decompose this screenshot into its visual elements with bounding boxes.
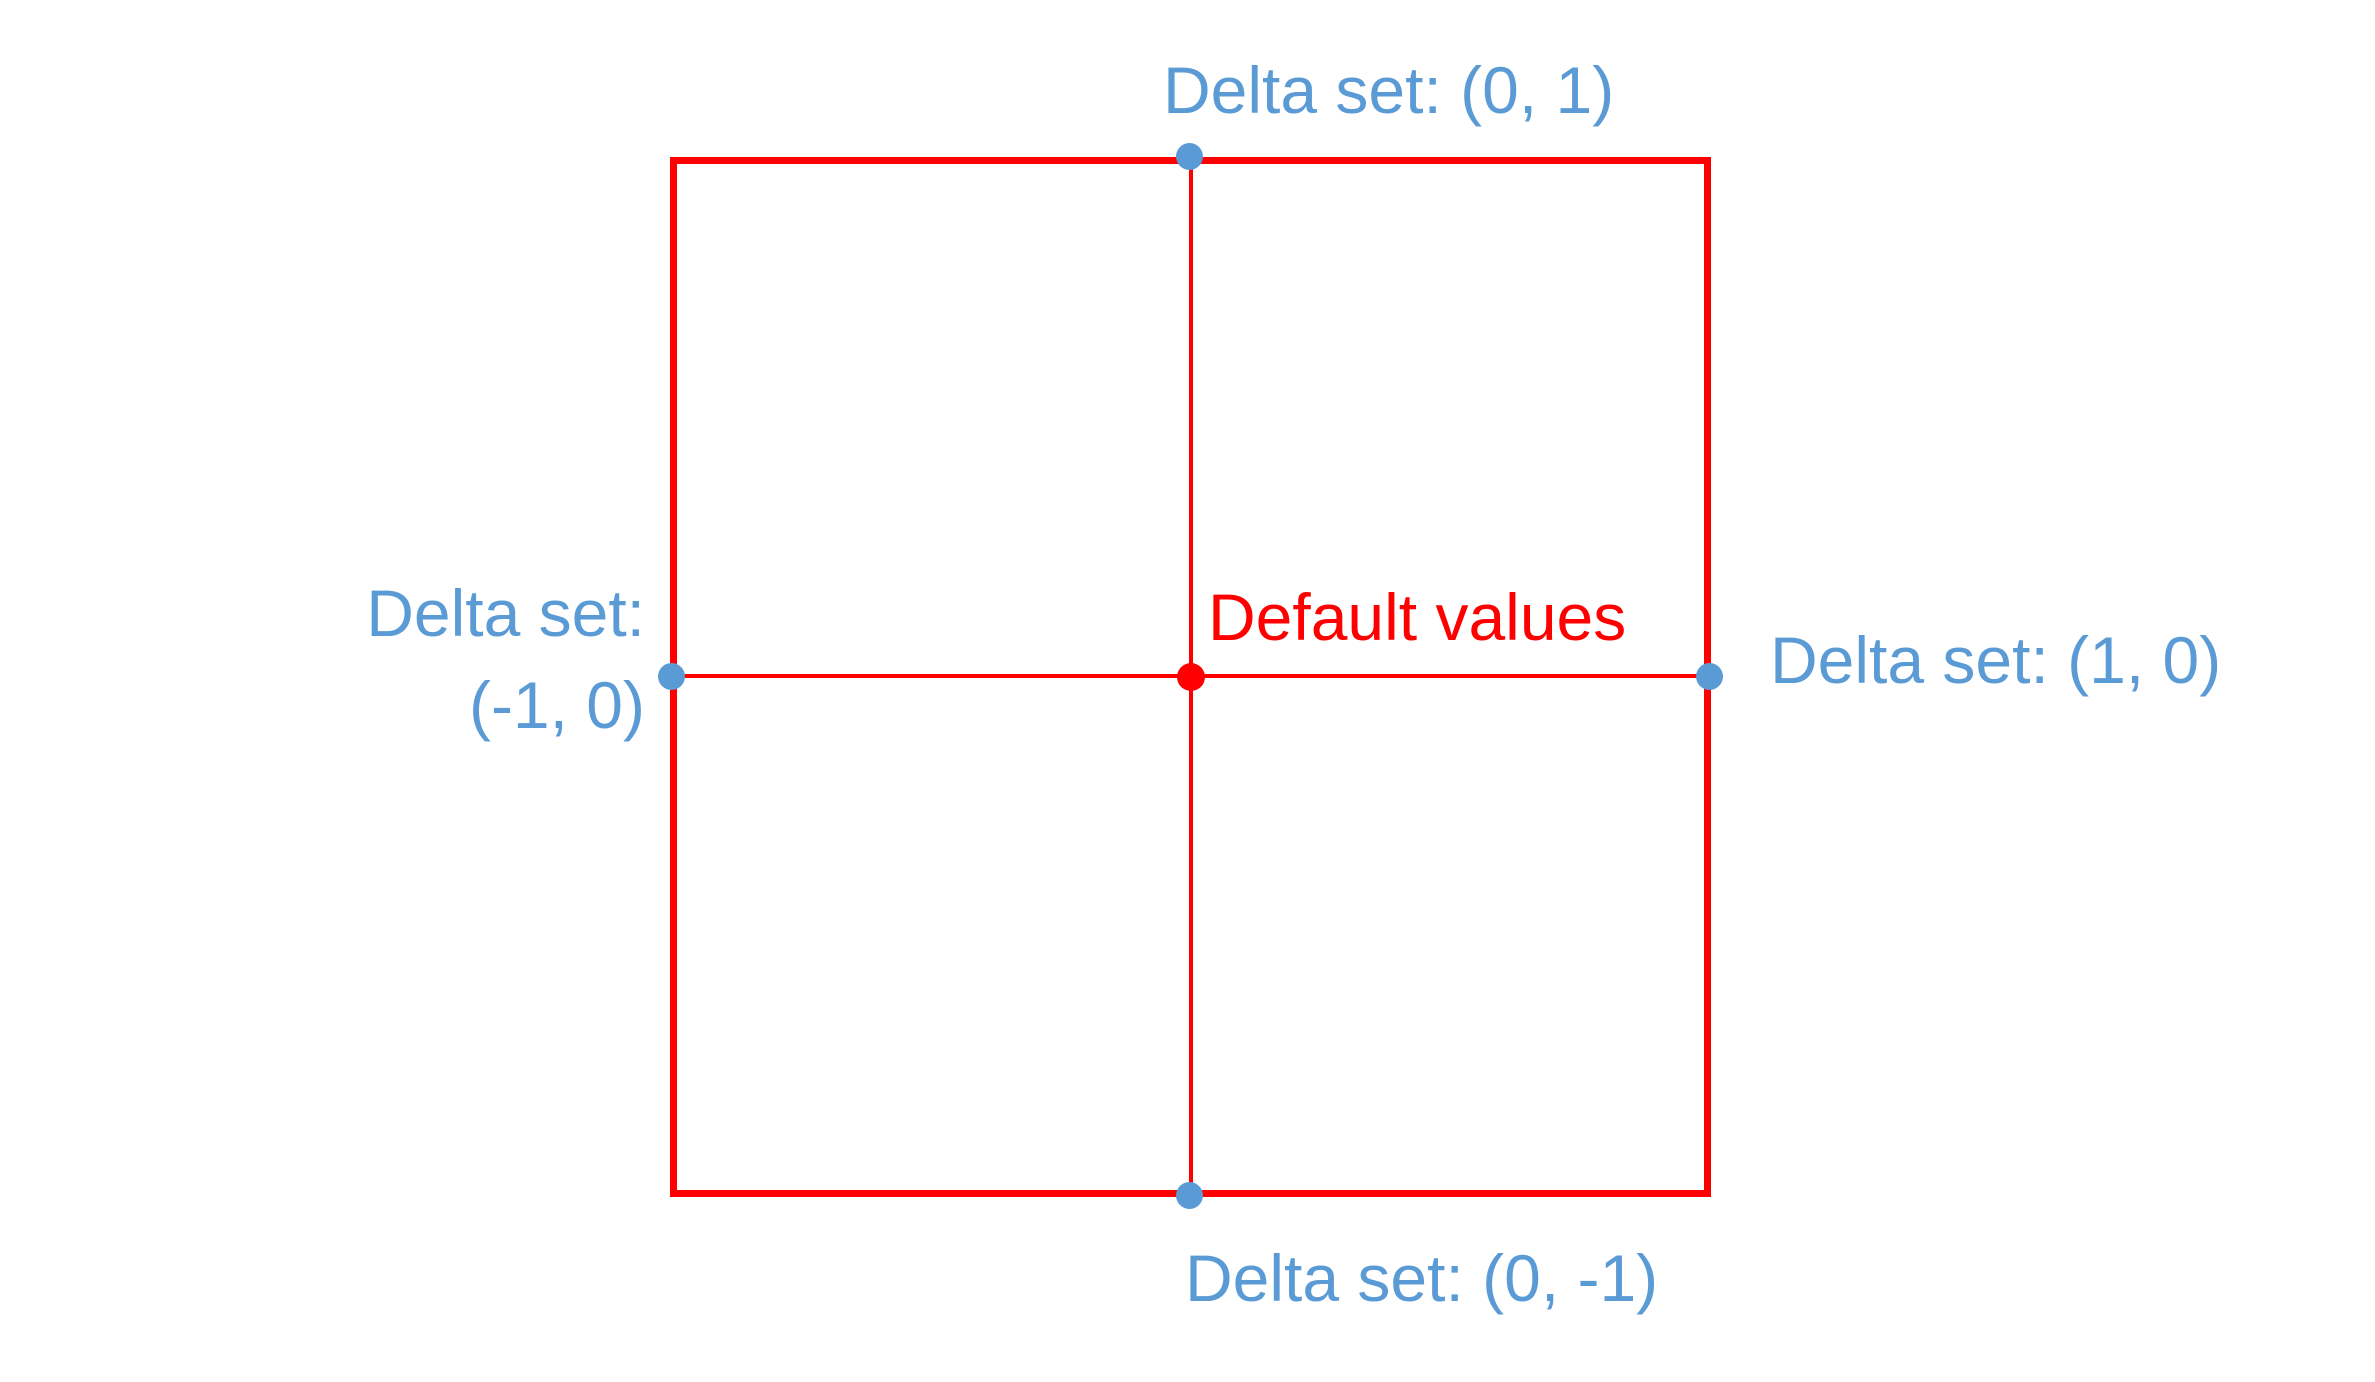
bottom-midpoint-dot [1176, 1182, 1203, 1209]
delta-set-right-label: Delta set: (1, 0) [1770, 623, 2222, 697]
center-dot [1177, 663, 1205, 691]
delta-set-bottom-label: Delta set: (0, -1) [1185, 1241, 1659, 1315]
delta-set-left-label: Delta set: (-1, 0) [245, 567, 645, 751]
delta-set-left-label-line2: (-1, 0) [468, 668, 645, 742]
top-midpoint-dot [1176, 143, 1203, 170]
default-values-label: Default values [1208, 580, 1627, 654]
delta-set-top-label: Delta set: (0, 1) [1163, 53, 1615, 127]
right-midpoint-dot [1696, 663, 1723, 690]
delta-set-left-label-line1: Delta set: [366, 576, 645, 650]
left-midpoint-dot [658, 663, 685, 690]
